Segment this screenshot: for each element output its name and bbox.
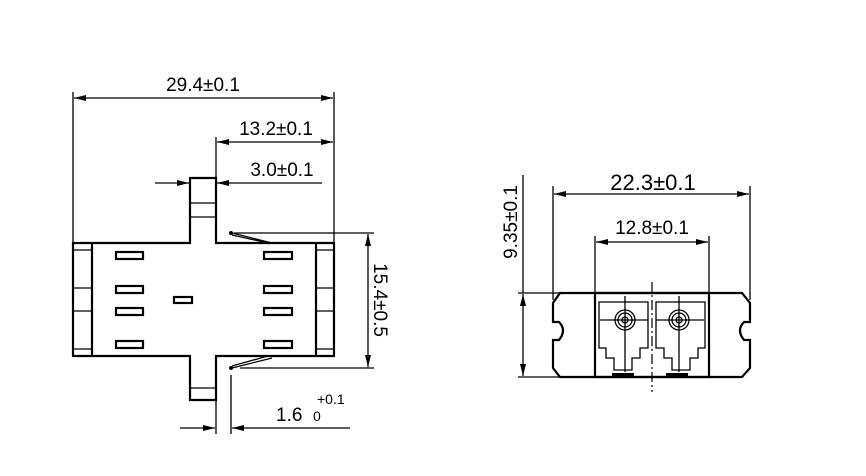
contact-slots xyxy=(114,250,294,350)
dimension-front-width: 22.3±0.1 xyxy=(552,170,751,300)
dimension-label: 1.6 xyxy=(276,405,302,426)
front-view: 22.3±0.1 12.8±0.1 9.35±0.1 xyxy=(501,170,752,392)
dimension-front-height: 9.35±0.1 xyxy=(501,175,565,378)
dimension-clip-thickness: 1.6 0 +0.1 xyxy=(180,375,350,434)
dimension-port-pitch: 12.8±0.1 xyxy=(594,218,710,293)
dimension-label: 13.2±0.1 xyxy=(239,119,313,140)
lc-port-left xyxy=(598,296,649,377)
dimension-label: 22.3±0.1 xyxy=(610,170,695,195)
side-view: 29.4±0.1 13.2±0.1 3.0±0.1 15.4±0.5 1.6 xyxy=(71,75,390,434)
tolerance-lower: 0 xyxy=(313,408,321,424)
adapter-body-front xyxy=(551,282,752,392)
dimension-height: 15.4±0.5 xyxy=(234,232,390,369)
dimension-label: 15.4±0.5 xyxy=(369,263,390,337)
dimension-tab-width: 3.0±0.1 xyxy=(155,160,322,186)
adapter-body-side xyxy=(71,176,336,402)
dimension-tab-offset: 13.2±0.1 xyxy=(215,119,333,178)
tolerance-upper: +0.1 xyxy=(317,391,345,407)
dimension-label: 12.8±0.1 xyxy=(615,218,689,239)
dimension-label: 3.0±0.1 xyxy=(250,160,313,181)
dimension-label: 29.4±0.1 xyxy=(166,75,240,96)
lc-port-right xyxy=(655,296,706,377)
dimension-overall-width: 29.4±0.1 xyxy=(72,75,335,243)
dimension-label: 9.35±0.1 xyxy=(501,185,522,259)
